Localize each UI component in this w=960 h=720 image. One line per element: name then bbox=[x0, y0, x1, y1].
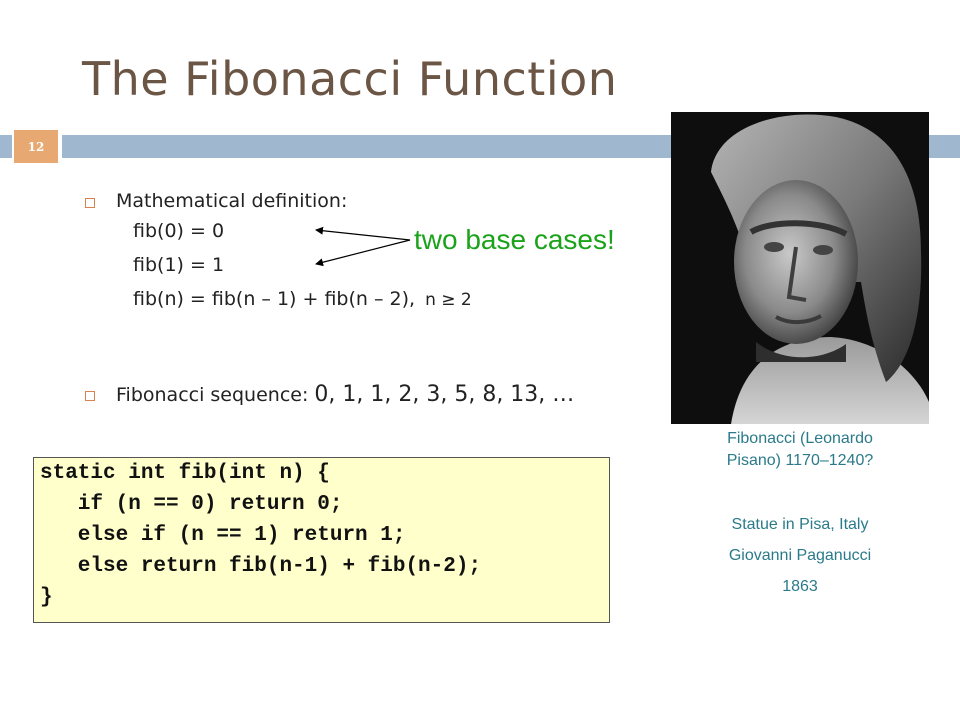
sequence-line: Fibonacci sequence: 0, 1, 1, 2, 3, 5, 8,… bbox=[116, 382, 574, 407]
header-rule-left bbox=[0, 135, 12, 158]
sequence-label: Fibonacci sequence: bbox=[116, 384, 309, 406]
fibonacci-statue-image bbox=[671, 112, 929, 424]
arrow-to-fib1 bbox=[315, 239, 411, 267]
slide-number-badge: 12 bbox=[14, 130, 58, 163]
arrow-to-fib0 bbox=[315, 226, 411, 241]
caption-line-1: Fibonacci (Leonardo bbox=[727, 430, 873, 447]
caption-line-5: 1863 bbox=[782, 578, 818, 595]
bullet-icon bbox=[85, 198, 95, 208]
caption-line-2: Pisano) 1170–1240? bbox=[726, 452, 874, 469]
code-line: } bbox=[40, 586, 53, 609]
recursive-formula: fib(n) = fib(n – 1) + fib(n – 2), bbox=[133, 288, 416, 310]
caption-line-3: Statue in Pisa, Italy bbox=[731, 516, 869, 533]
bullet-icon bbox=[85, 391, 95, 401]
code-line: static int fib(int n) { bbox=[40, 462, 330, 485]
definition-heading: Mathematical definition: bbox=[116, 190, 348, 212]
definition-line-1: fib(0) = 0 bbox=[133, 220, 225, 242]
slide-title: The Fibonacci Function bbox=[82, 52, 618, 106]
definition-line-3: fib(n) = fib(n – 1) + fib(n – 2), n ≥ 2 bbox=[133, 288, 472, 310]
code-line: else if (n == 1) return 1; bbox=[40, 524, 406, 547]
definition-line-2: fib(1) = 1 bbox=[133, 254, 225, 276]
recursive-condition: n ≥ 2 bbox=[425, 290, 472, 310]
code-line: if (n == 0) return 0; bbox=[40, 493, 343, 516]
code-line: else return fib(n-1) + fib(n-2); bbox=[40, 555, 482, 578]
caption-line-4: Giovanni Paganucci bbox=[728, 547, 872, 564]
sequence-values: 0, 1, 1, 2, 3, 5, 8, 13, … bbox=[314, 382, 575, 407]
code-block: static int fib(int n) { if (n == 0) retu… bbox=[33, 457, 610, 623]
base-cases-annotation: two base cases! bbox=[414, 224, 615, 255]
